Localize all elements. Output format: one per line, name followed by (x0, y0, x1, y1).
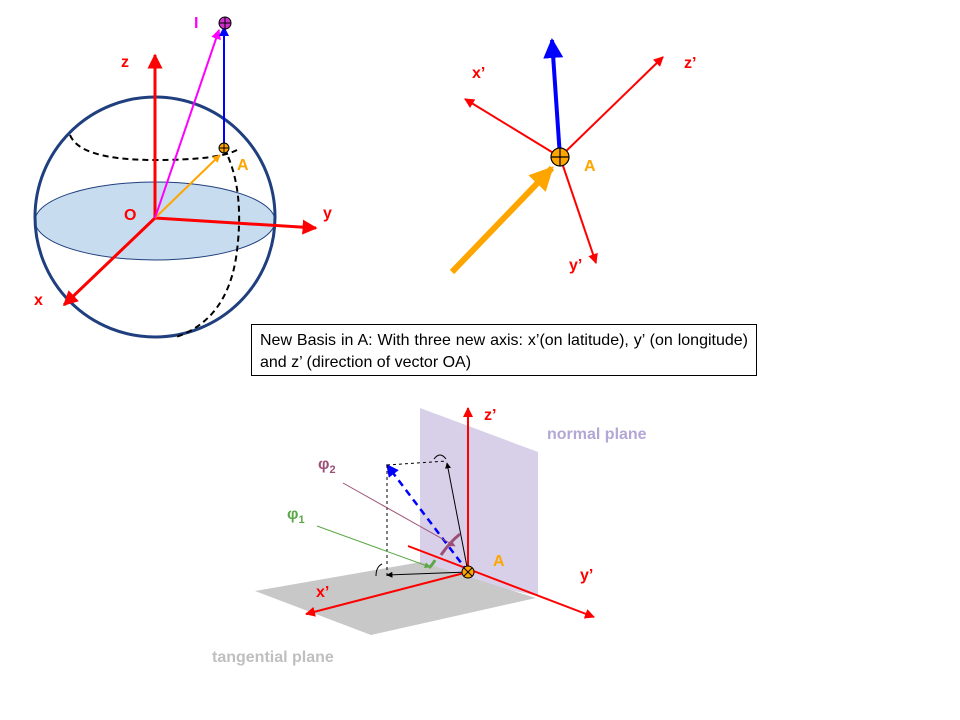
basis-figure: x’ z’ y’ A (449, 38, 696, 275)
label-point-a: A (584, 158, 596, 175)
label-y-prime: y’ (569, 257, 582, 274)
label-z: z (121, 54, 129, 71)
label-origin: O (124, 207, 136, 224)
light-vector-dashed (386, 464, 469, 573)
x-prime-axis (305, 571, 469, 617)
label-x: x (34, 292, 43, 309)
point-a-marker (461, 565, 475, 579)
label-point-a: A (493, 553, 505, 570)
x-prime-axis (464, 98, 561, 158)
tangential-plane (255, 562, 536, 635)
phi2-leader (342, 482, 456, 547)
label-z-prime: z’ (484, 407, 496, 424)
vector-oa (154, 154, 221, 219)
projection-guide-top (386, 460, 448, 466)
planes-figure: z’ x’ y’ A normal plane tangential plane… (212, 407, 647, 666)
label-x-prime: x’ (472, 65, 485, 82)
point-a-marker (550, 147, 570, 167)
y-prime-axis (407, 545, 595, 619)
y-prime-axis (559, 156, 598, 264)
label-light: I (194, 15, 198, 32)
label-y: y (323, 205, 332, 222)
y-axis (154, 216, 318, 235)
point-a-marker (218, 142, 230, 154)
x-axis (62, 216, 157, 307)
light-vector (543, 38, 564, 158)
vector-oi (154, 29, 221, 219)
label-tangential-plane: tangential plane (212, 649, 334, 666)
right-angle-mark-left (375, 563, 383, 577)
light-source-marker (218, 16, 232, 30)
label-point-a: A (237, 157, 249, 174)
z-prime-axis (559, 56, 664, 158)
phi1-leader (316, 525, 431, 568)
label-z-prime: z’ (684, 55, 696, 72)
right-angle-mark-top (433, 454, 447, 460)
label-normal-plane: normal plane (547, 426, 647, 443)
longitude-meridian (175, 147, 241, 338)
label-y-prime: y’ (580, 567, 593, 584)
vector-oa-large (449, 165, 555, 275)
label-phi2: φ2 (318, 456, 336, 476)
sphere-figure: z y x O A I (33, 15, 332, 339)
projection-tangent (386, 571, 469, 578)
caption-box: New Basis in A: With three new axis: x’(… (251, 324, 757, 376)
projection-normal (445, 462, 469, 573)
label-phi1: φ1 (287, 506, 305, 526)
label-x-prime: x’ (316, 584, 329, 601)
